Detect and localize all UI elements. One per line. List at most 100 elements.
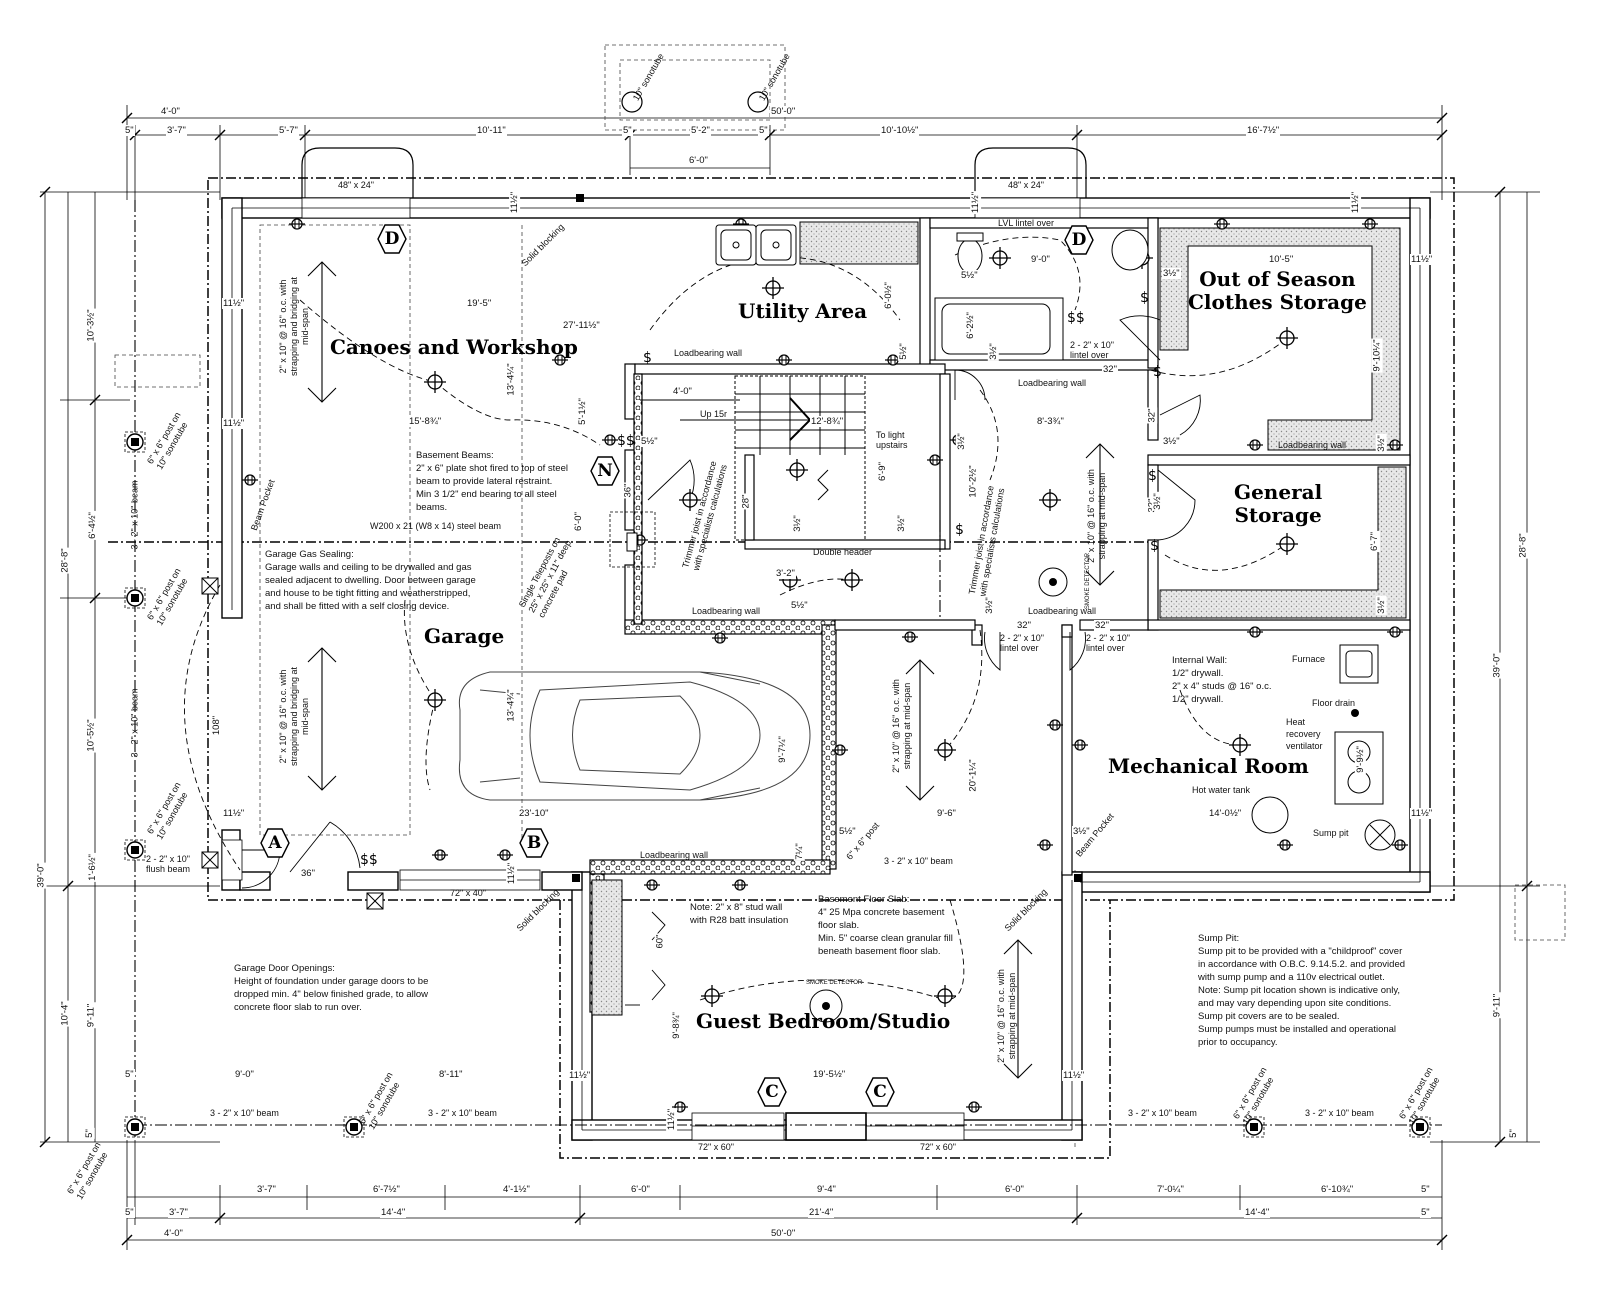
section-marker-n: N [590, 456, 620, 486]
dimension: 19'-5½" [812, 1069, 847, 1080]
svg-text:$$: $$ [617, 433, 635, 449]
section-marker-c-right: C [865, 1077, 895, 1107]
dimension-wall: 3½" [1162, 268, 1181, 279]
dimension: 4'-0" [160, 106, 181, 117]
label-loadbearing-wall: Loadbearing wall [1018, 378, 1087, 388]
dimension: 4'-0" [163, 1228, 184, 1239]
label-window-size: 72" x 60" [920, 1142, 956, 1152]
dimension: 5'-1½" [576, 397, 588, 426]
dimension: 9'-9½" [1354, 745, 1366, 774]
dimension-wall: 11½" [1410, 254, 1434, 265]
dimension: 10'-2½" [967, 464, 979, 499]
dimension: 5" [83, 1128, 95, 1139]
dimension: 5" [758, 125, 769, 136]
dimension: 6'-2½" [964, 311, 976, 340]
label-beam: 3 - 2" x 10" beam [210, 1108, 279, 1118]
label-beam: 3 - 2" x 10" beam [428, 1108, 497, 1118]
dimension: 5'-7" [278, 125, 299, 136]
dimension-bottom-overall: 50'-0" [770, 1228, 797, 1239]
dimension: 3'-7" [168, 1207, 189, 1218]
dimension: 5" [124, 125, 135, 136]
dimension: 9'-4" [816, 1184, 837, 1195]
dimension: 6'-7½" [372, 1184, 401, 1195]
dimension: 39'-0" [1491, 652, 1503, 679]
dimension: 9'-0" [234, 1069, 255, 1080]
room-label-mechanical-room: Mechanical Room [1108, 754, 1309, 778]
dimension: 6'-9" [876, 461, 888, 482]
dimension-wall: 5½" [640, 436, 659, 447]
dimension: 13'-4¼" [505, 362, 517, 397]
note-garage-door-openings: Garage Door Openings: Height of foundati… [234, 963, 429, 1013]
dimension: 10'-10½" [880, 125, 920, 136]
label-hrv: Heat recovery ventilator [1286, 717, 1323, 751]
svg-text:$: $ [955, 522, 964, 538]
dimension: 6'-10¾" [1320, 1184, 1355, 1195]
label-sump-pit: Sump pit [1313, 828, 1349, 838]
dimension-wall: 3½" [791, 514, 803, 533]
dimension: 10'-4" [59, 1000, 71, 1027]
dimension-wall: 11½" [506, 861, 518, 886]
dimension-wall: 5½" [897, 342, 909, 361]
dimension: 3'-2" [775, 568, 796, 579]
room-label-canoes-workshop: Canoes and Workshop [330, 335, 578, 359]
room-label-garage: Garage [424, 624, 505, 648]
dimension: 5" [124, 1069, 135, 1080]
dimension: 60" [654, 933, 666, 950]
dimension: 5" [622, 125, 633, 136]
dimension: 6'-0" [1004, 1184, 1025, 1195]
label-smoke-detector: SMOKE DETECTOR [806, 980, 863, 986]
dimension: 3'-7" [256, 1184, 277, 1195]
label-steel-beam: W200 x 21 (W8 x 14) steel beam [370, 521, 502, 531]
dimension: 5'-2" [690, 125, 711, 136]
note-internal-wall: Internal Wall: 1/2" drywall. 2" x 4" stu… [1172, 655, 1272, 705]
dimension-wall: 5½" [790, 600, 809, 611]
label-lintel-over: 2 - 2" x 10" lintel over [1086, 633, 1130, 653]
label-lintel-over: 2 - 2" x 10" lintel over [1070, 340, 1114, 360]
dimension: 9'-0" [1030, 254, 1051, 265]
label-floor-drain: Floor drain [1312, 698, 1356, 708]
dimension: 19'-5" [466, 298, 493, 309]
label-window-size: 48" x 24" [338, 180, 374, 190]
label-window-size: 72" x 40" [450, 888, 486, 898]
dimension: 21'-4" [808, 1207, 835, 1218]
dimension: 9'-11" [85, 1002, 97, 1029]
dimension: 6'-0" [688, 155, 709, 166]
note-basement-beams: Basement Beams: 2" x 6" plate shot fired… [416, 450, 568, 513]
room-label-utility-area: Utility Area [738, 299, 868, 323]
dimension: 10'-11" [476, 125, 507, 136]
dimension-wall: 3½" [983, 596, 995, 615]
dimension: 23'-10" [518, 808, 550, 819]
dimension: 9'-8¾" [670, 1011, 682, 1040]
label-beam: 3 - 2" x 10" beam [1128, 1108, 1197, 1118]
dimension-wall: 3½" [1151, 492, 1163, 511]
dimension: 4'-1½" [502, 1184, 531, 1195]
label-loadbearing-wall: Loadbearing wall [640, 850, 709, 860]
room-label-out-of-season-storage: Out of Season Clothes Storage [1188, 267, 1367, 314]
label-joist-spec: 2" x 10" @ 16" o.c. with strapping at mi… [995, 969, 1017, 1063]
label-joist-spec: 2" x 10" @ 16" o.c. with strapping and b… [278, 276, 311, 377]
dimension: 20'-1¼" [967, 758, 979, 793]
dimension: 108" [211, 714, 223, 737]
label-beam: 3 - 2" x 10" beam [129, 480, 140, 550]
section-marker-d-left: D [377, 224, 407, 254]
dimension: 5" [124, 1207, 135, 1218]
dimension: 5" [1420, 1184, 1431, 1195]
dimension: 28'-8" [59, 547, 71, 574]
label-smoke-detector: SMOKE DETECTOR [1085, 552, 1092, 610]
dimension-wall: 3½" [1375, 434, 1387, 453]
label-beam: 3 - 2" x 10" beam [1305, 1108, 1374, 1118]
dimension-wall: 11½" [1062, 1070, 1086, 1081]
dimension-wall: 11½" [568, 1070, 592, 1081]
label-loadbearing-wall: Loadbearing wall [674, 348, 743, 358]
label-hot-water-tank: Hot water tank [1192, 785, 1251, 795]
label-joist-spec: 2" x 10" @ 16" o.c. with strapping at mi… [1085, 469, 1107, 563]
label-furnace: Furnace [1292, 654, 1326, 664]
label-joist-spec: 2" x 10" @ 16" o.c. with strapping at mi… [890, 679, 912, 773]
label-lvl-lintel: LVL lintel over [998, 218, 1055, 228]
dimension-wall: 7¼" [793, 842, 805, 861]
dimension-wall: 11½" [222, 298, 246, 309]
dimension: 10'-3½" [85, 308, 97, 343]
dimension: 36" [300, 868, 316, 879]
dimension: 14'-0½" [1208, 808, 1243, 819]
label-flush-beam: 2 - 2" x 10" flush beam [146, 854, 191, 874]
